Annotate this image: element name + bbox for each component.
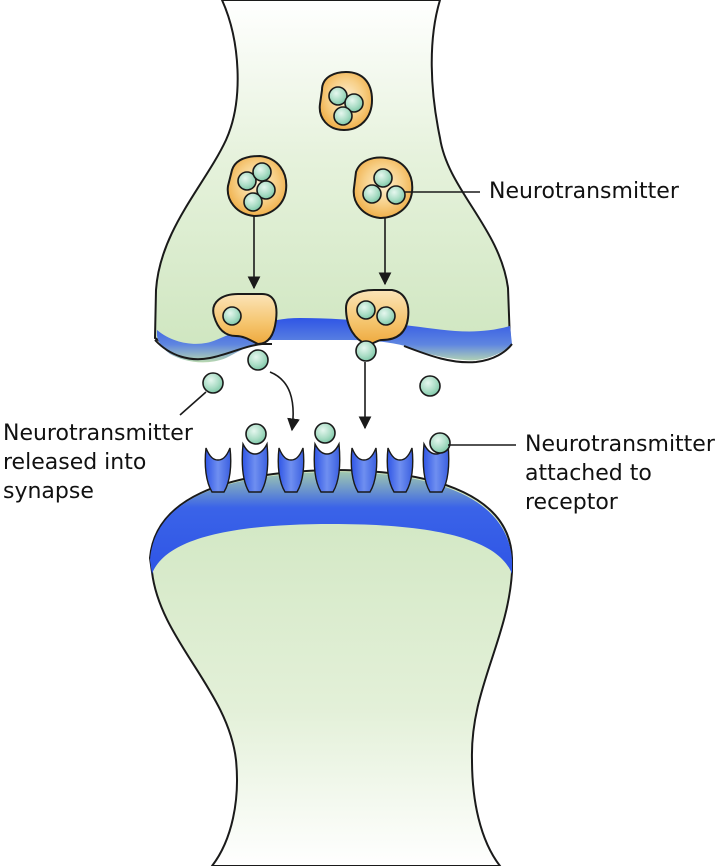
label-neurotransmitter-released: Neurotransmitter released into synapse [3,419,193,506]
neurotransmitter-molecule-icon [373,168,393,188]
label-released-line-3: synapse [3,479,94,504]
neurotransmitter-molecule-icon [356,300,376,320]
arrow-curved-icon [269,371,300,432]
receptor-icon [350,447,378,493]
neurotransmitter-molecule-icon [243,192,263,212]
leader-line-released [179,391,207,416]
receptor-icon [277,447,305,493]
label-attached-line-2: attached to [525,461,652,486]
presynaptic-body [153,0,512,352]
release-arrows [247,216,392,290]
receptor-icon [313,441,341,493]
neurotransmitter-molecule-icon [202,372,224,394]
receptor-icon [241,441,269,493]
neurotransmitter-molecule-icon [314,422,336,444]
neurotransmitter-molecule-icon [328,86,348,106]
binding-arrows [269,362,372,432]
neurotransmitter-molecule-icon [362,184,382,204]
label-attached-line-3: receptor [525,490,618,515]
neurotransmitter-molecule-icon [237,171,257,191]
docked-vesicle-left [212,293,278,346]
neurotransmitter-molecule-icon [222,306,242,326]
neurotransmitter-molecule-icon [247,349,269,371]
label-neurotransmitter: Neurotransmitter [489,177,679,206]
neurotransmitter-molecule-icon [355,340,377,362]
receptors [204,432,451,493]
vesicle-left [226,154,288,218]
label-released-line-2: released into [3,450,147,475]
label-neurotransmitter-attached: Neurotransmitter attached to receptor [525,430,715,517]
postsynaptic-terminal [148,468,513,866]
label-released-line-1: Neurotransmitter [3,421,193,446]
neurotransmitter-molecule-icon [376,306,396,326]
receptor-icon [204,447,232,493]
label-neurotransmitter-text: Neurotransmitter [489,179,679,204]
postsynaptic-membrane [150,472,512,574]
neurotransmitter-molecule-icon [333,106,353,126]
neurotransmitter-molecule-icon [344,93,364,113]
leader-lines [179,191,516,446]
presynaptic-outline [154,339,272,361]
presynaptic-terminal [153,0,513,364]
released-neurotransmitters [202,340,441,445]
bound-neurotransmitter-molecule-icon [429,432,451,454]
docked-vesicle-right [344,289,410,346]
label-attached-line-1: Neurotransmitter [525,432,715,457]
vesicle-right [352,156,414,220]
docked-vesicles [212,289,410,346]
receptor-icon [386,447,414,493]
neurotransmitter-molecule-icon [386,185,406,205]
neurotransmitter-molecule-icon [252,162,272,182]
vesicle-top [318,70,374,132]
neurotransmitter-molecule-icon [419,375,441,397]
neurotransmitter-molecule-icon [245,423,267,445]
presynaptic-outline-right [403,343,513,364]
neurotransmitter-molecule-icon [256,180,276,200]
